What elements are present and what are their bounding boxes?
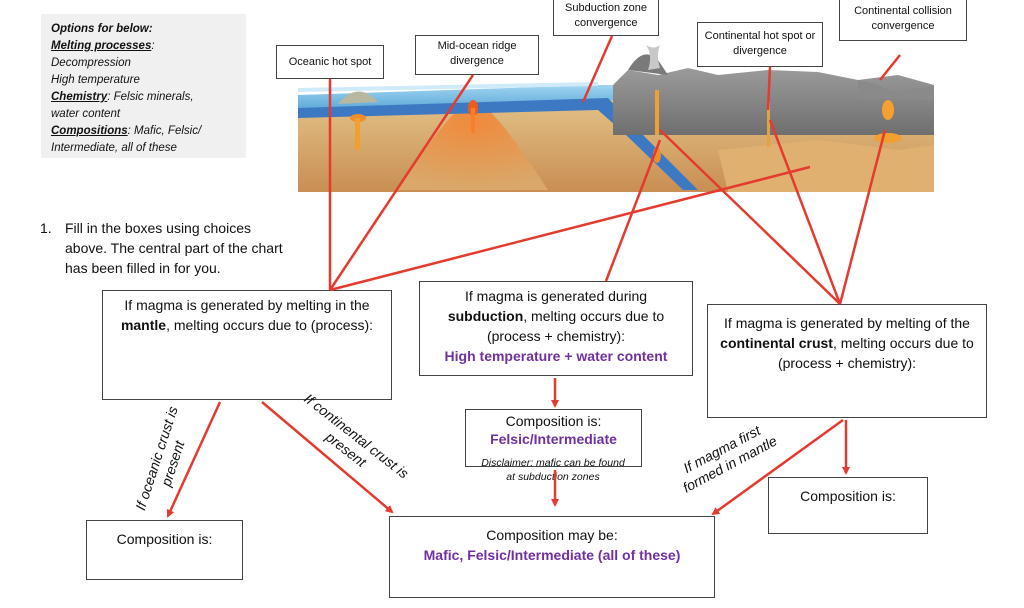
options-processes: Melting processes: bbox=[51, 40, 155, 52]
mantle-melting-box: If magma is generated by melting in the … bbox=[102, 290, 392, 400]
question-number: 1. bbox=[40, 220, 52, 236]
options-compositions-2: Intermediate, all of these bbox=[51, 142, 177, 154]
label-mid-ocean-ridge: Mid-ocean ridge divergence bbox=[415, 35, 539, 75]
arrow-label-oceanic: If oceanic crust is present bbox=[132, 404, 188, 513]
options-chemistry-2: water content bbox=[51, 108, 121, 120]
option-process-1: Decompression bbox=[51, 57, 131, 69]
label-oceanic-hot-spot: Oceanic hot spot bbox=[276, 45, 384, 79]
subduction-melting-box: If magma is generated during subduction,… bbox=[419, 281, 693, 376]
options-panel: Options for below: Melting processes: De… bbox=[41, 14, 246, 158]
composition-center-box: Composition is: Felsic/Intermediate bbox=[465, 409, 642, 467]
composition-center-label: Composition is: bbox=[505, 413, 602, 429]
composition-bottom-box: Composition may be: Mafic, Felsic/Interm… bbox=[389, 516, 715, 598]
plate-cross-section-illustration bbox=[298, 45, 934, 192]
subduction-answer: High temperature + water content bbox=[444, 348, 668, 364]
composition-left-box: Composition is: bbox=[86, 520, 243, 580]
crust-melting-box: If magma is generated by melting of the … bbox=[707, 304, 987, 418]
options-chemistry: Chemistry: Felsic minerals, bbox=[51, 91, 194, 103]
option-process-2: High temperature bbox=[51, 74, 140, 86]
label-continental-hot-spot: Continental hot spot or divergence bbox=[697, 22, 823, 67]
question-text: Fill in the boxes using choices above. T… bbox=[65, 220, 283, 276]
composition-disclaimer: Disclaimer: mafic can be found at subduc… bbox=[481, 457, 625, 483]
composition-bottom-answer: Mafic, Felsic/Intermediate (all of these… bbox=[423, 547, 681, 563]
label-subduction-zone: Subduction zone convergence bbox=[553, 0, 659, 36]
options-title: Options for below: bbox=[51, 23, 153, 35]
arrow-label-continental: If continental crust is present bbox=[301, 390, 412, 482]
options-compositions: Compositions: Mafic, Felsic/ bbox=[51, 125, 202, 137]
composition-center-answer: Felsic/Intermediate bbox=[490, 431, 617, 447]
composition-right-box: Composition is: bbox=[768, 477, 928, 534]
label-continental-collision: Continental collision convergence bbox=[839, 0, 967, 41]
